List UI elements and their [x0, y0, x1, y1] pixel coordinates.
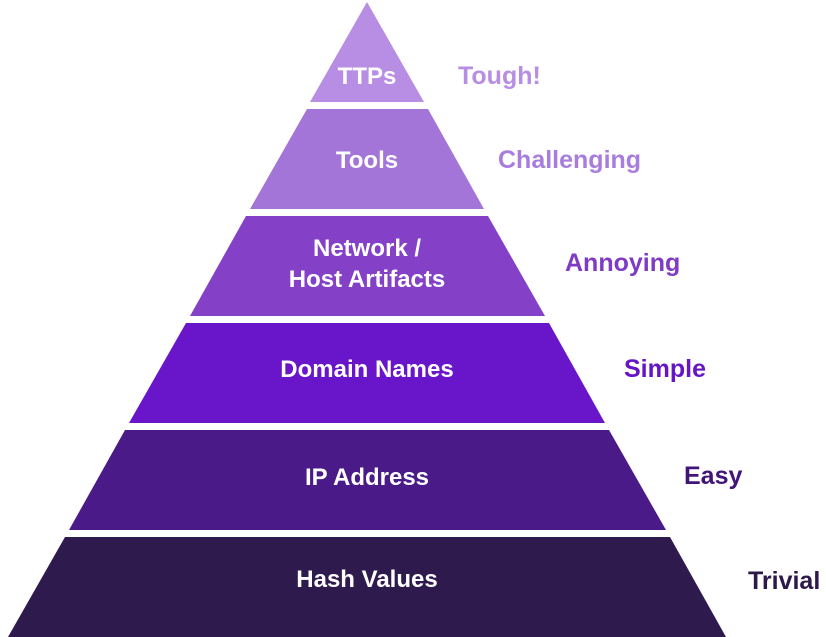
level-label-network-line1: Network / [313, 235, 421, 262]
pyramid-level-network-host-artifacts [190, 216, 545, 316]
level-label-ip-address: IP Address [305, 464, 429, 491]
level-label-ttps: TTPs [338, 63, 397, 90]
level-label-tools: Tools [336, 147, 398, 174]
pyramid-level-tools [250, 109, 484, 209]
pyramid-level-hash-values [8, 537, 726, 637]
level-label-network-line2: Host Artifacts [289, 266, 445, 293]
difficulty-label-challenging: Challenging [498, 146, 641, 174]
difficulty-label-annoying: Annoying [565, 249, 680, 277]
pyramid-level-ip-address [69, 430, 666, 530]
difficulty-label-simple: Simple [624, 355, 706, 383]
pyramid-level-domain-names [129, 323, 605, 423]
level-label-hash-values: Hash Values [296, 566, 437, 593]
level-label-domain-names: Domain Names [280, 356, 453, 383]
difficulty-label-trivial: Trivial [748, 567, 820, 595]
pyramid-level-ttps [310, 2, 424, 102]
difficulty-label-tough: Tough! [458, 62, 541, 90]
difficulty-label-easy: Easy [684, 462, 742, 490]
